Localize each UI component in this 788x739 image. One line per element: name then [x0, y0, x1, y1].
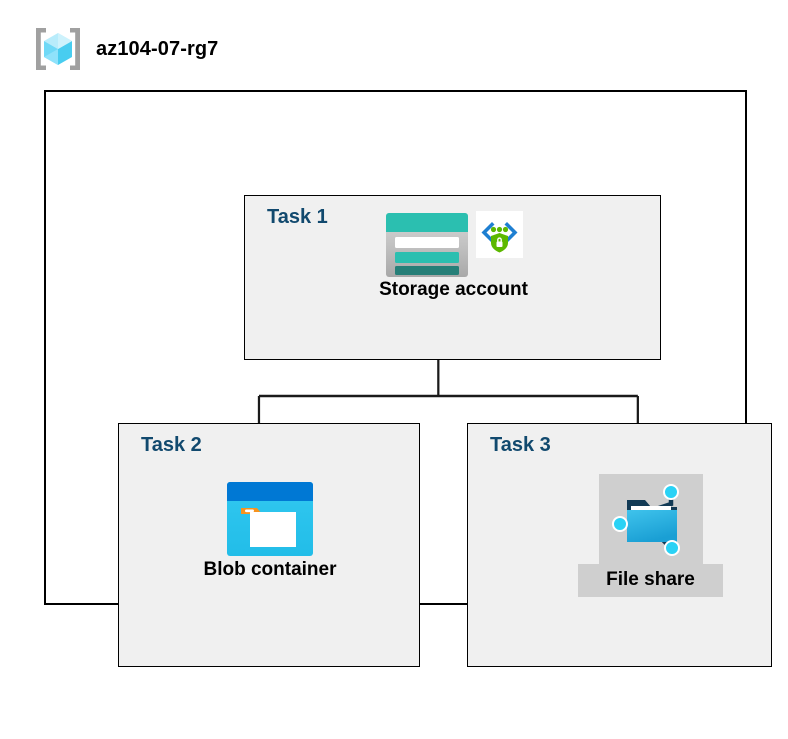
node-caption-file-share: File share: [578, 564, 723, 597]
task-box-1[interactable]: Task 1: [244, 195, 661, 360]
node-blob-container[interactable]: Blob container: [176, 479, 364, 581]
blob-container-icon-row: [224, 479, 316, 559]
task-label-3: Task 3: [490, 434, 551, 456]
node-storage-account[interactable]: Storage account: [341, 211, 566, 301]
node-caption-blob-container: Blob container: [203, 559, 337, 580]
storage-account-icon-row: [384, 211, 523, 279]
resource-group-name: az104-07-rg7: [96, 37, 219, 60]
storage-security-shield-icon: [476, 211, 523, 258]
task-label-2: Task 2: [141, 434, 202, 456]
resource-group-boundary: Task 1: [44, 90, 772, 667]
task-label-1: Task 1: [267, 206, 328, 228]
blob-container-icon: [227, 482, 313, 556]
task-box-3[interactable]: Task 3: [467, 423, 772, 667]
node-caption-storage-account: Storage account: [379, 279, 528, 300]
task-box-2[interactable]: Task 2: [118, 423, 420, 667]
node-file-share[interactable]: File share: [558, 474, 743, 597]
diagram-root: az104-07-rg7 Task 1: [32, 24, 772, 667]
storage-account-icon: [386, 213, 468, 277]
file-share-icon: [611, 484, 680, 556]
resource-group-cube-icon: [36, 28, 80, 70]
file-share-icon-row: [598, 474, 703, 564]
resource-group-header: az104-07-rg7: [32, 24, 218, 74]
